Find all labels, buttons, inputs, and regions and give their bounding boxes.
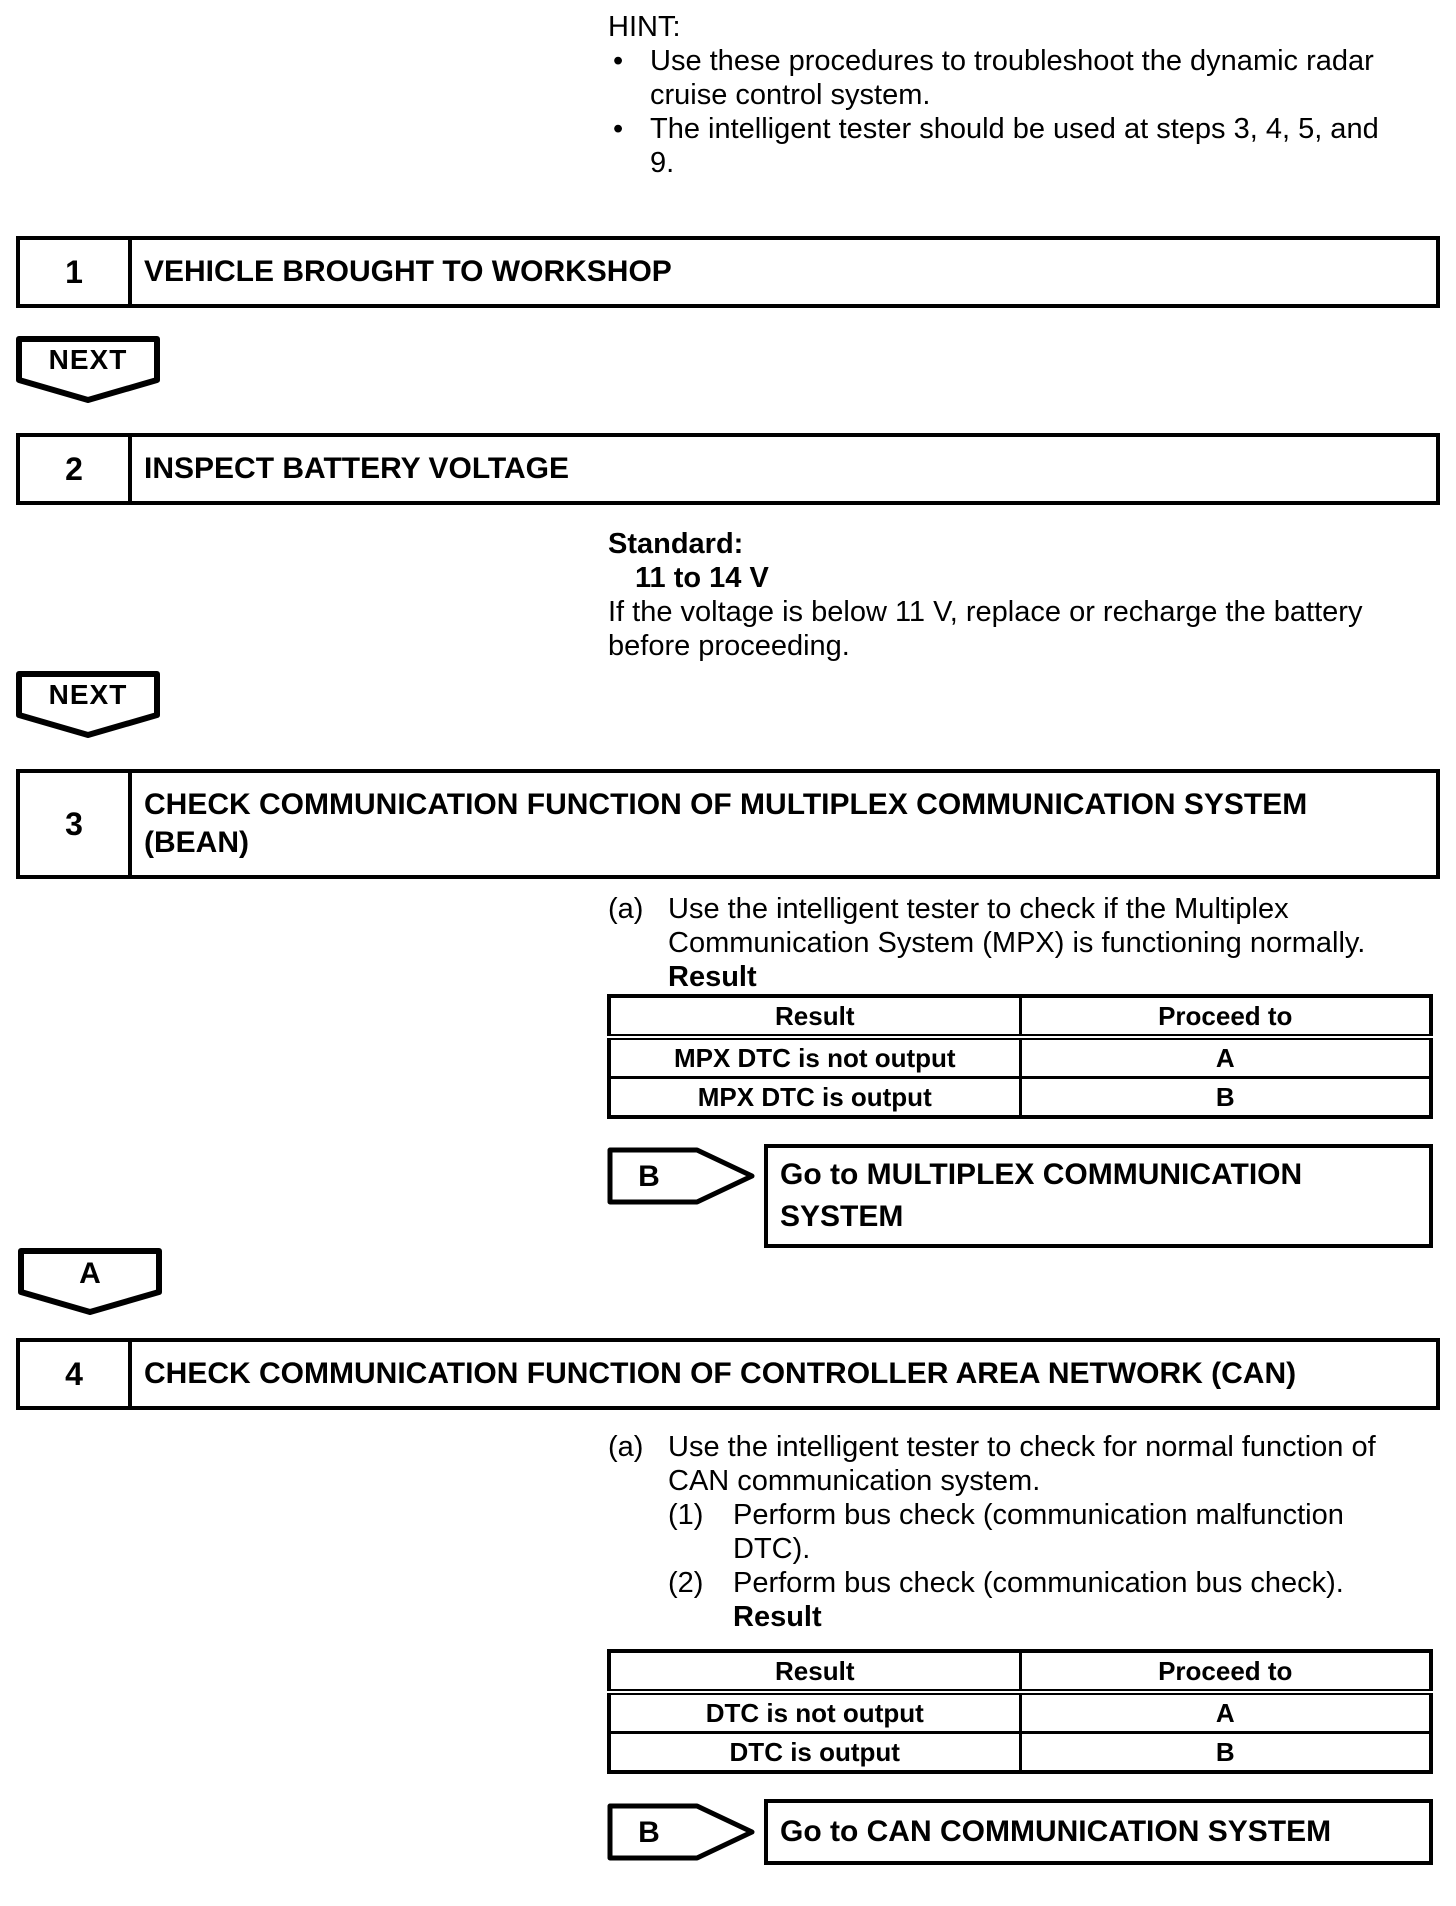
result-b-connector-icon: B bbox=[607, 1803, 755, 1861]
result-a-connector-icon: A bbox=[18, 1248, 162, 1315]
step-3-result-table: Result Proceed to MPX DTC is not output … bbox=[607, 994, 1433, 1119]
next-connector-label: NEXT bbox=[49, 344, 128, 375]
result-label: Result bbox=[733, 1601, 822, 1633]
result-b-connector-icon: B bbox=[607, 1147, 755, 1205]
next-connector-icon: NEXT bbox=[16, 336, 160, 403]
result-cell: DTC is output bbox=[607, 1731, 1022, 1774]
goto-can-box: Go to CAN COMMUNICATION SYSTEM bbox=[764, 1799, 1433, 1865]
table-row: DTC is output B bbox=[607, 1731, 1433, 1774]
step-2-title: INSPECT BATTERY VOLTAGE bbox=[144, 452, 570, 485]
step-3-title: CHECK COMMUNICATION FUNCTION OF MULTIPLE… bbox=[144, 788, 1308, 859]
column-header-result: Result bbox=[607, 994, 1022, 1040]
column-header-result: Result bbox=[607, 1649, 1022, 1695]
step-3-number: 3 bbox=[20, 773, 132, 875]
standard-label: Standard: bbox=[608, 528, 744, 560]
column-header-proceed-to: Proceed to bbox=[1018, 994, 1433, 1040]
step-3-b-result: B Go to MULTIPLEX COMMUNICATION SYSTEM bbox=[607, 1144, 1456, 1248]
item-a-marker: (a) bbox=[608, 1431, 644, 1463]
standard-value: 11 to 14 V bbox=[635, 562, 769, 594]
bullet-icon: • bbox=[613, 45, 624, 77]
sub-item-1-marker: (1) bbox=[668, 1499, 704, 1531]
hint-bullet-2: • The intelligent tester should be used … bbox=[608, 112, 1408, 180]
step-2-number: 2 bbox=[20, 437, 132, 501]
result-cell: MPX DTC is not output bbox=[607, 1035, 1022, 1079]
proceed-cell: A bbox=[1018, 1690, 1433, 1734]
sub-item-2-marker: (2) bbox=[668, 1567, 704, 1599]
table-row: MPX DTC is output B bbox=[607, 1076, 1433, 1119]
result-cell: DTC is not output bbox=[607, 1690, 1022, 1734]
step-1-number: 1 bbox=[20, 240, 132, 304]
table-row: DTC is not output A bbox=[607, 1690, 1433, 1734]
standard-note: If the voltage is below 11 V, replace or… bbox=[608, 596, 1363, 662]
sub-item-2-line: (2) Perform bus check (communication bus… bbox=[668, 1566, 1413, 1600]
next-connector-label: NEXT bbox=[49, 679, 128, 710]
result-b-label: B bbox=[638, 1816, 660, 1849]
step-4-number: 4 bbox=[20, 1342, 132, 1406]
step-4-b-result: B Go to CAN COMMUNICATION SYSTEM bbox=[607, 1799, 1456, 1865]
step-2-box: 2 INSPECT BATTERY VOLTAGE bbox=[16, 433, 1440, 505]
step-3-box: 3 CHECK COMMUNICATION FUNCTION OF MULTIP… bbox=[16, 769, 1440, 879]
item-a-marker: (a) bbox=[608, 893, 644, 925]
step-4-item-a-text: Use the intelligent tester to check for … bbox=[668, 1431, 1376, 1497]
table-header-row: Result Proceed to bbox=[607, 994, 1433, 1040]
goto-multiplex-box: Go to MULTIPLEX COMMUNICATION SYSTEM bbox=[764, 1144, 1433, 1248]
step-1-title: VEHICLE BROUGHT TO WORKSHOP bbox=[144, 255, 672, 288]
bullet-icon: • bbox=[613, 113, 624, 145]
step-3-item-a-text: Use the intelligent tester to check if t… bbox=[668, 893, 1366, 959]
sub-item-1-text: Perform bus check (communication malfunc… bbox=[733, 1499, 1344, 1565]
step-4-box: 4 CHECK COMMUNICATION FUNCTION OF CONTRO… bbox=[16, 1338, 1440, 1410]
proceed-cell: B bbox=[1018, 1076, 1433, 1119]
step-3-item-a: (a) Use the intelligent tester to check … bbox=[608, 892, 1456, 994]
step-4-sub-item-1: (1) Perform bus check (communication mal… bbox=[668, 1498, 1418, 1566]
result-a-label: A bbox=[79, 1257, 101, 1290]
column-header-proceed-to: Proceed to bbox=[1018, 1649, 1433, 1695]
step-4-sub-item-2: (2) Perform bus check (communication bus… bbox=[668, 1566, 1418, 1634]
step-1-box: 1 VEHICLE BROUGHT TO WORKSHOP bbox=[16, 236, 1440, 308]
result-label: Result bbox=[668, 961, 757, 993]
hint-bullet-1-text: Use these procedures to troubleshoot the… bbox=[650, 45, 1374, 111]
hint-label: HINT: bbox=[608, 11, 681, 43]
table-header-row: Result Proceed to bbox=[607, 1649, 1433, 1695]
result-b-label: B bbox=[638, 1160, 660, 1193]
step-4-item-a: (a) Use the intelligent tester to check … bbox=[608, 1430, 1456, 1634]
step-2-detail: Standard: 11 to 14 V If the voltage is b… bbox=[608, 527, 1433, 663]
hint-block: HINT: • Use these procedures to troubles… bbox=[608, 10, 1408, 180]
sub-item-2-text: Perform bus check (communication bus che… bbox=[733, 1567, 1344, 1599]
hint-bullet-1: • Use these procedures to troubleshoot t… bbox=[608, 44, 1408, 112]
step-4-result-table: Result Proceed to DTC is not output A DT… bbox=[607, 1649, 1433, 1774]
hint-bullet-2-text: The intelligent tester should be used at… bbox=[650, 113, 1379, 179]
proceed-cell: B bbox=[1018, 1731, 1433, 1774]
step-4-title: CHECK COMMUNICATION FUNCTION OF CONTROLL… bbox=[144, 1357, 1297, 1390]
table-row: MPX DTC is not output A bbox=[607, 1035, 1433, 1079]
result-cell: MPX DTC is output bbox=[607, 1076, 1022, 1119]
proceed-cell: A bbox=[1018, 1035, 1433, 1079]
next-connector-icon: NEXT bbox=[16, 671, 160, 738]
